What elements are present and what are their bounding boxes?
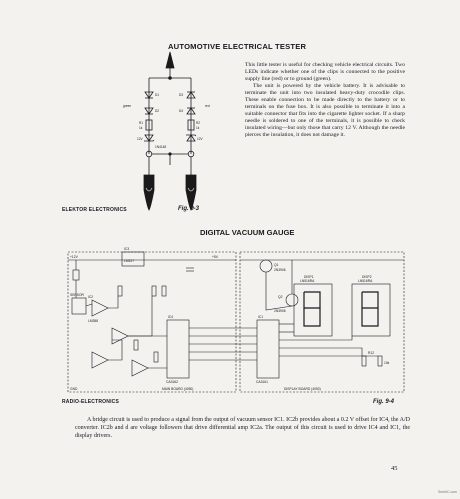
label-zener1: 12V bbox=[137, 137, 144, 141]
label-d4: D4 bbox=[179, 109, 183, 113]
label-q1: Q1 bbox=[274, 263, 279, 267]
label-r2-value: 1k bbox=[196, 126, 200, 130]
label-disp1: DISP1 bbox=[304, 275, 314, 279]
label-zener2: 12V bbox=[197, 137, 204, 141]
vacuum-gauge-schematic: +12V IC3 LM317 +5V SENSOR IC2 LM358 IC4 … bbox=[67, 247, 405, 393]
label-red: red bbox=[205, 104, 210, 108]
label-diode-part: 1N4148 bbox=[155, 145, 166, 149]
label-r1: R1 bbox=[139, 121, 143, 125]
article2-title: DIGITAL VACUUM GAUGE bbox=[200, 228, 295, 237]
article2-caption-text: A bridge circuit is used to produce a si… bbox=[75, 417, 410, 439]
label-ic1: IC1 bbox=[258, 315, 263, 319]
article1-credit: ELEKTOR ELECTRONICS bbox=[62, 207, 127, 213]
label-r12: R12 bbox=[368, 351, 374, 355]
label-ic4-part: CA3162 bbox=[166, 380, 178, 384]
label-main-board: MAIN BOARD (4050) bbox=[162, 387, 193, 391]
page-number: 45 bbox=[391, 465, 398, 472]
label-ic2-part: LM358 bbox=[88, 319, 98, 323]
label-green: green bbox=[123, 104, 131, 108]
automotive-tester-schematic: green red D1 D3 D2 D4 R1 R2 1k 1k 12V 12… bbox=[123, 51, 210, 211]
article1-body: This little tester is useful for checkin… bbox=[245, 62, 405, 140]
label-ic3: IC3 bbox=[124, 247, 129, 251]
article1-paragraph: The unit is powered by the vehicle batte… bbox=[245, 83, 405, 139]
label-ic2: IC2 bbox=[88, 295, 93, 299]
label-sensor: SENSOR bbox=[70, 293, 85, 297]
label-d2: D2 bbox=[155, 109, 159, 113]
article2-caption: A bridge circuit is used to produce a si… bbox=[75, 416, 410, 440]
label-d1: D1 bbox=[155, 93, 159, 97]
label-r1-value: 1k bbox=[139, 126, 143, 130]
article1-title: AUTOMOTIVE ELECTRICAL TESTER bbox=[168, 42, 307, 51]
label-display-board: DISPLAY BOARD (4050) bbox=[284, 387, 321, 391]
label-r2: R2 bbox=[196, 121, 200, 125]
label-plus5v: +5V bbox=[212, 255, 219, 259]
label-ic1-part: CA3161 bbox=[256, 380, 268, 384]
label-q1-part: 2N3906 bbox=[274, 268, 286, 272]
article2-fig-label: Fig. 9-4 bbox=[373, 399, 395, 405]
label-d3: D3 bbox=[179, 93, 183, 97]
label-disp2: DISP2 bbox=[362, 275, 372, 279]
article2-credit: RADIO-ELECTRONICS bbox=[62, 399, 120, 405]
label-disp2-part: LN516RA bbox=[358, 279, 373, 283]
label-gnd: GND bbox=[70, 387, 78, 391]
label-q2-part: 2N3906 bbox=[274, 309, 286, 313]
label-r12-value: 10k bbox=[384, 361, 390, 365]
label-q2: Q2 bbox=[278, 295, 283, 299]
label-ic4: IC4 bbox=[168, 315, 173, 319]
label-disp1-part: LN516RA bbox=[300, 279, 315, 283]
article1-paragraph: This little tester is useful for checkin… bbox=[245, 62, 405, 83]
label-plus12v: +12V bbox=[70, 255, 79, 259]
watermark: SeekIC.com bbox=[438, 490, 458, 494]
article1-fig-label: Fig. 9-3 bbox=[178, 206, 200, 212]
label-ic3-part: LM317 bbox=[124, 259, 134, 263]
